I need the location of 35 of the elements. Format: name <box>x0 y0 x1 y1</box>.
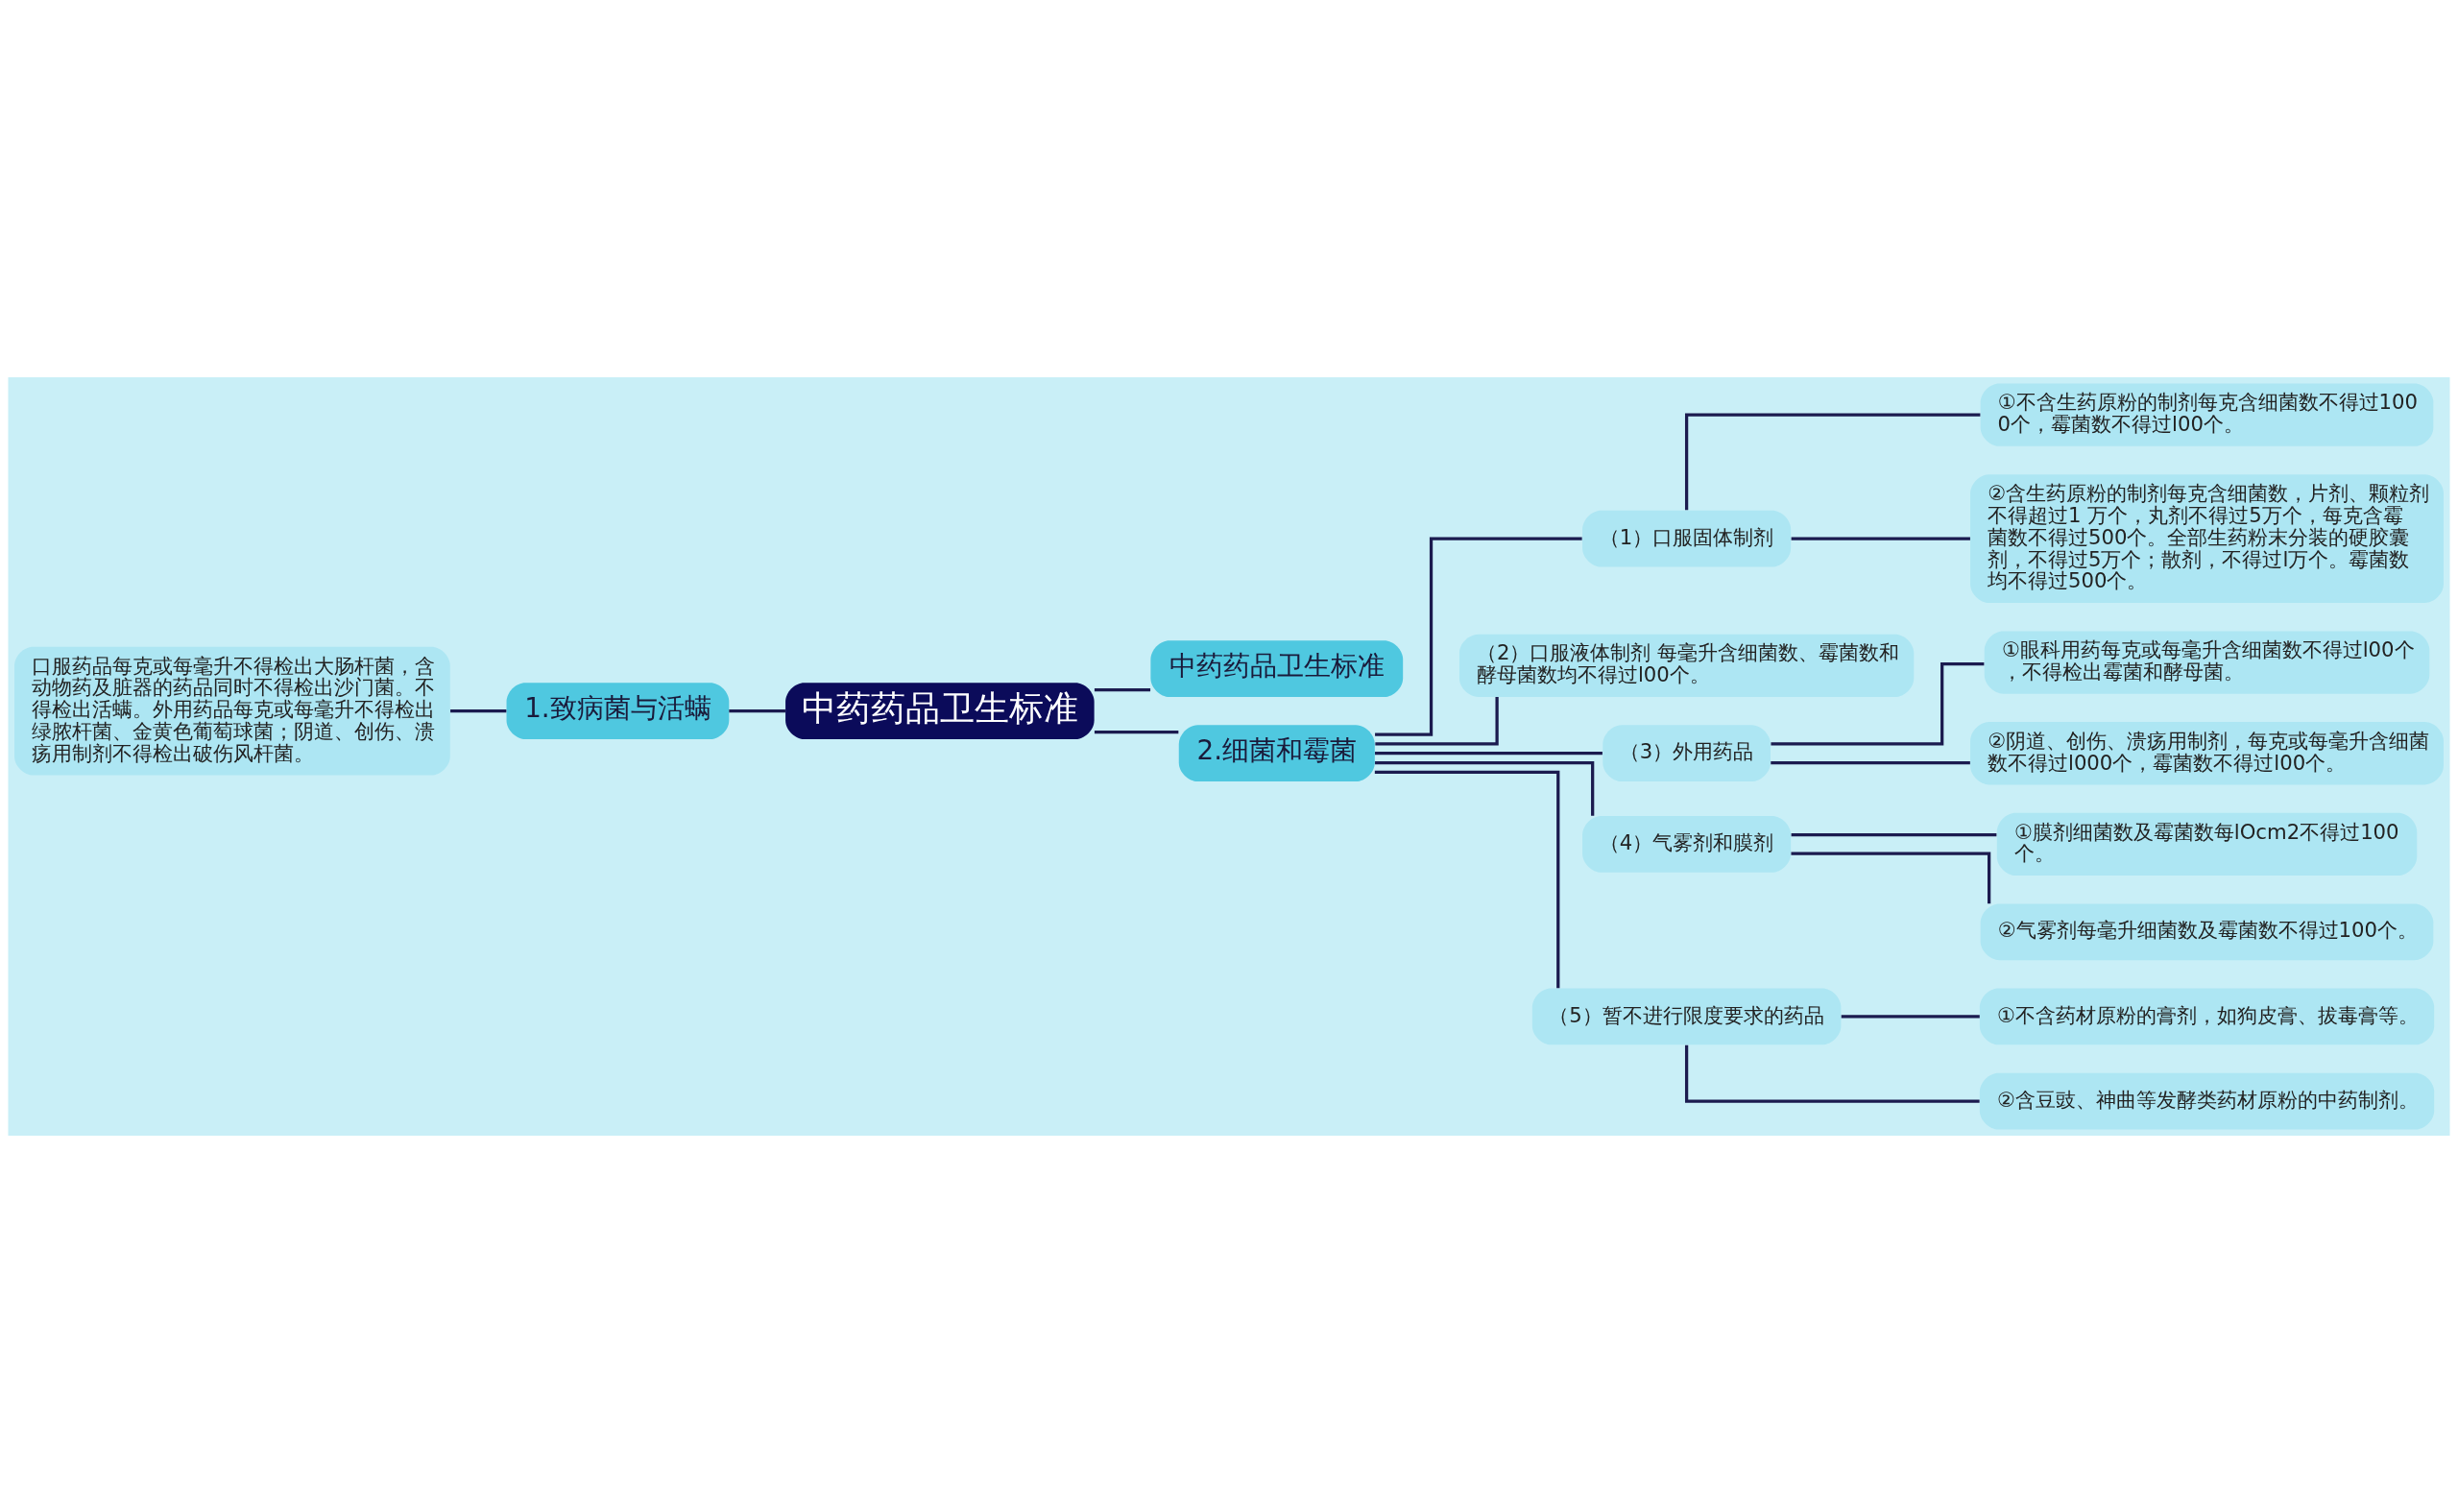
node-box: ②含生药原粉的制剂每克含细菌数，片剂、颗粒剂不得超过1 万个，丸剂不得过5万个，每克含霉菌数不得过500个。全部生药粉末分装的硬胶囊剂，不得过5万个；散剂，不得过l万个。霉菌数均不得过500个。 <box>1970 473 2444 603</box>
node-box: ②阴道、创伤、溃疡用制剂，每克或每毫升含细菌数不得过l000个，霉菌数不得过l00个。 <box>1970 721 2444 784</box>
connector <box>1094 730 1179 733</box>
node-box: （2）口服液体制剂 每毫升含细菌数、霉菌数和酵母菌数均不得过l00个。 <box>1458 634 1915 697</box>
node-box: ②气雾剂每毫升细菌数及霉菌数不得过100个。 <box>1980 902 2434 960</box>
node-box: （1）口服固体制剂 <box>1582 510 1792 566</box>
connector <box>1684 1044 1980 1103</box>
node-box: 中药药品卫生标准 <box>1150 639 1404 697</box>
connector <box>1771 760 1970 764</box>
node-box: 1.致病菌与活螨 <box>506 682 730 739</box>
connector <box>1374 770 1560 988</box>
node-box: （4）气雾剂和膜剂 <box>1582 815 1792 873</box>
connector <box>729 708 785 712</box>
connector <box>1791 537 1970 540</box>
connector <box>1791 832 1997 836</box>
node-box: 口服药品每克或每毫升不得检出大肠杆菌，含动物药及脏器的药品同时不得检出沙门菌。不得检出活螨。外用药品每克或每毫升不得检出绿脓杆菌、金黄色葡萄球菌；阴道、创伤、溃疡用制剂不得检出破伤风杆菌。 <box>14 646 450 776</box>
node-box: ②含豆豉、神曲等发酵类药材原粉的中药制剂。 <box>1979 1072 2435 1129</box>
node-box: 2.细菌和霉菌 <box>1178 724 1375 781</box>
connector <box>1684 413 1981 510</box>
node-box: ①不含药材原粉的膏剂，如狗皮膏、拔毒膏等。 <box>1979 988 2435 1044</box>
connector <box>1375 537 1582 736</box>
connector <box>1375 751 1603 755</box>
connector <box>1094 687 1151 691</box>
node-box: ①膜剂细菌数及霉菌数每lOcm2不得过100个。 <box>1996 812 2418 876</box>
connector <box>1791 852 1991 903</box>
connector <box>1771 661 1985 746</box>
connector <box>1841 1014 1980 1019</box>
node-box: （3）外用药品 <box>1603 724 1771 781</box>
node-box: ①不含生药原粉的制剂每克含细菌数不得过1000个，霉菌数不得过l00个。 <box>1980 383 2434 446</box>
node-box: ①眼科用药每克或每毫升含细菌数不得过l00个，不得检出霉菌和酵母菌。 <box>1984 630 2430 694</box>
connector <box>1375 760 1595 816</box>
connector <box>450 708 507 712</box>
node-box: 中药药品卫生标准 <box>785 682 1095 739</box>
node-box: （5）暂不进行限度要求的药品 <box>1531 988 1842 1044</box>
connector <box>1375 696 1499 746</box>
